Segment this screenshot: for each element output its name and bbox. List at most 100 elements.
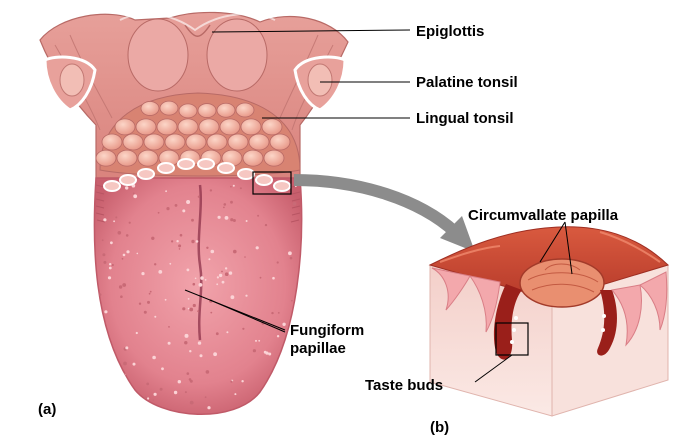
lingual-nodule (207, 134, 227, 150)
lingual-nodule (228, 134, 248, 150)
lingual-nodule (270, 134, 290, 150)
fungiform-dot (187, 372, 190, 375)
circumvallate-ring (218, 163, 234, 173)
fungiform-dot (161, 367, 164, 370)
fungiform-dot (272, 277, 275, 280)
fungiform-dot (208, 258, 210, 260)
fungiform-dot (126, 250, 129, 253)
lingual-nodule (243, 150, 263, 166)
fungiform-dot (168, 342, 171, 345)
fungiform-dot (123, 254, 126, 257)
fungiform-dot (294, 405, 296, 407)
lingual-nodule (141, 101, 159, 115)
fungiform-dot (229, 271, 232, 274)
fungiform-dot (265, 352, 268, 355)
fungiform-dot (180, 234, 183, 237)
fungiform-dot (112, 264, 114, 266)
fungiform-dot (171, 240, 173, 242)
circumvallate-ring (138, 169, 154, 179)
lingual-nodule (264, 150, 284, 166)
lingual-nodule (198, 104, 216, 118)
fungiform-dot (118, 231, 122, 235)
fungiform-dot (253, 349, 256, 352)
fungiform-dot (193, 283, 196, 286)
fungiform-dot (179, 248, 181, 250)
fungiform-dot (256, 246, 259, 249)
fungiform-dot (189, 308, 193, 312)
lingual-nodule (102, 134, 122, 150)
fungiform-dot (102, 253, 105, 256)
fungiform-dot (230, 186, 232, 188)
fungiform-dot (242, 328, 244, 330)
label-epiglottis: Epiglottis (416, 23, 484, 40)
fungiform-dot (126, 234, 129, 237)
lingual-nodule (115, 119, 135, 135)
fungiform-dot (109, 267, 112, 270)
circumvallate-papilla-shape (520, 259, 604, 307)
fungiform-dot (115, 216, 117, 218)
fungiform-dot (146, 383, 149, 386)
fungiform-dot (189, 378, 192, 381)
lingual-nodule (199, 119, 219, 135)
fungiform-dot (154, 393, 157, 396)
fungiform-dot (122, 283, 126, 287)
label-palatine-tonsil: Palatine tonsil (416, 74, 518, 91)
fungiform-dot (178, 244, 181, 247)
fungiform-dot (233, 185, 235, 187)
fungiform-dot (216, 332, 219, 335)
lingual-nodule (138, 150, 158, 166)
lingual-nodule (117, 150, 137, 166)
fungiform-dot (221, 271, 223, 273)
fungiform-dot (197, 310, 199, 312)
fungiform-dot (277, 335, 279, 337)
fungiform-dot (217, 276, 219, 278)
fungiform-dot (206, 370, 210, 374)
fungiform-dot (150, 291, 152, 293)
fungiform-dot (125, 186, 128, 189)
lingual-nodule (249, 134, 269, 150)
fungiform-dot (153, 399, 155, 401)
fungiform-dot (158, 409, 160, 411)
fungiform-dot (255, 340, 257, 342)
fungiform-dot (293, 385, 295, 387)
fungiform-dot (168, 326, 170, 328)
fungiform-dot (230, 201, 233, 204)
fungiform-dot (207, 406, 210, 409)
fungiform-dot (182, 307, 185, 310)
fungiform-dot (244, 256, 246, 258)
fungiform-dot (200, 354, 203, 357)
label-taste-buds: Taste buds (365, 377, 443, 394)
fungiform-dot (198, 341, 201, 344)
lingual-nodule (165, 134, 185, 150)
fungiform-dot (175, 204, 178, 207)
fungiform-dot (224, 203, 227, 206)
fungiform-dot (120, 295, 123, 298)
fungiform-dot (166, 207, 169, 210)
fungiform-dot (271, 312, 273, 314)
fungiform-dot (282, 323, 285, 326)
fungiform-dot (113, 220, 115, 222)
fungiform-dot (144, 311, 147, 314)
fungiform-dot (288, 251, 292, 255)
lingual-nodule (179, 104, 197, 118)
fungiform-dot (195, 278, 197, 280)
fungiform-dot (293, 202, 297, 206)
fungiform-dot (178, 380, 181, 383)
fungiform-dot (199, 283, 203, 287)
fungiform-dot (176, 240, 178, 242)
fungiform-dot (211, 250, 215, 254)
fungiform-dot (188, 298, 190, 300)
fungiform-dot (276, 397, 279, 400)
lingual-nodule (136, 119, 156, 135)
fungiform-dot (149, 293, 151, 295)
fungiform-dot (147, 301, 150, 304)
fungiform-dot (119, 285, 122, 288)
fungiform-dot (290, 257, 293, 260)
fungiform-dot (265, 224, 267, 226)
fungiform-dot (231, 295, 235, 299)
fungiform-dot (198, 196, 200, 198)
panel-label-a: (a) (38, 401, 56, 418)
fungiform-dot (174, 391, 177, 394)
label-fungiform-line1: Fungiform (290, 322, 364, 339)
